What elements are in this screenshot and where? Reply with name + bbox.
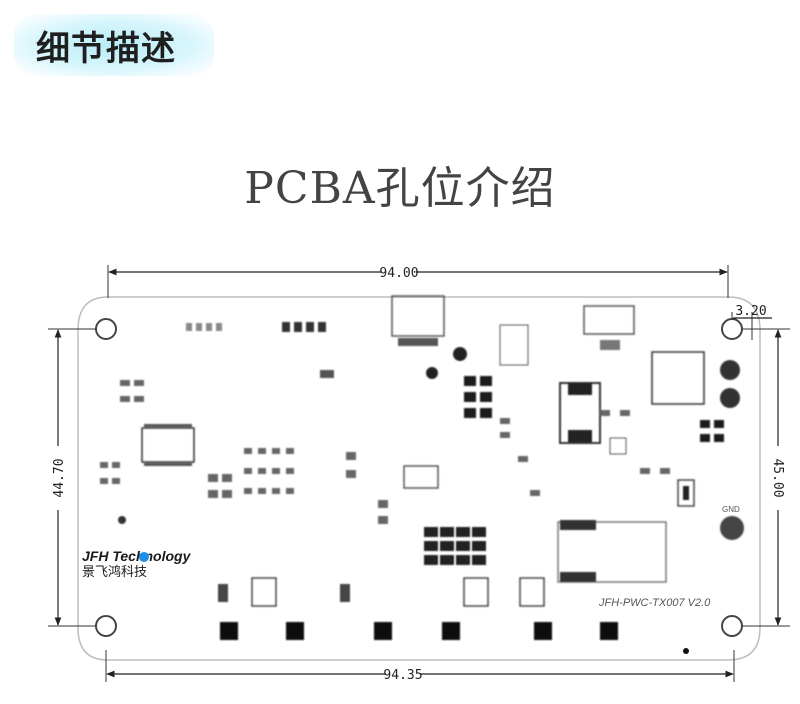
brand-dot-icon xyxy=(139,552,149,562)
gnd-label: GND xyxy=(722,505,740,514)
dim-top-width: 94.00 xyxy=(379,266,418,281)
board-model-label: JFH-PWC-TX007 V2.0 xyxy=(598,597,711,609)
pcb-components xyxy=(100,295,744,640)
section-badge: 细节描述 xyxy=(14,14,214,76)
extension-lines xyxy=(48,265,790,682)
board-marker-dot xyxy=(683,648,689,654)
dimension-lines xyxy=(54,268,782,678)
dim-right-height: 45.00 xyxy=(770,458,785,497)
brand-name-cn: 景飞鸿科技 xyxy=(82,565,148,580)
brand-name-en: JFH Technology xyxy=(82,548,191,564)
brand-watermark: JFH Technology 景飞鸿科技 xyxy=(82,548,190,582)
mounting-hole xyxy=(95,318,117,340)
page-title: PCBA孔位介绍 xyxy=(244,163,556,214)
section-badge-label: 细节描述 xyxy=(36,28,176,69)
mounting-hole xyxy=(721,615,743,637)
dim-bottom-width: 94.35 xyxy=(383,668,422,683)
dim-left-height: 44.70 xyxy=(52,458,67,497)
mounting-hole xyxy=(95,615,117,637)
dim-hole-offset: 3.20 xyxy=(735,304,766,319)
mounting-hole xyxy=(721,318,743,340)
